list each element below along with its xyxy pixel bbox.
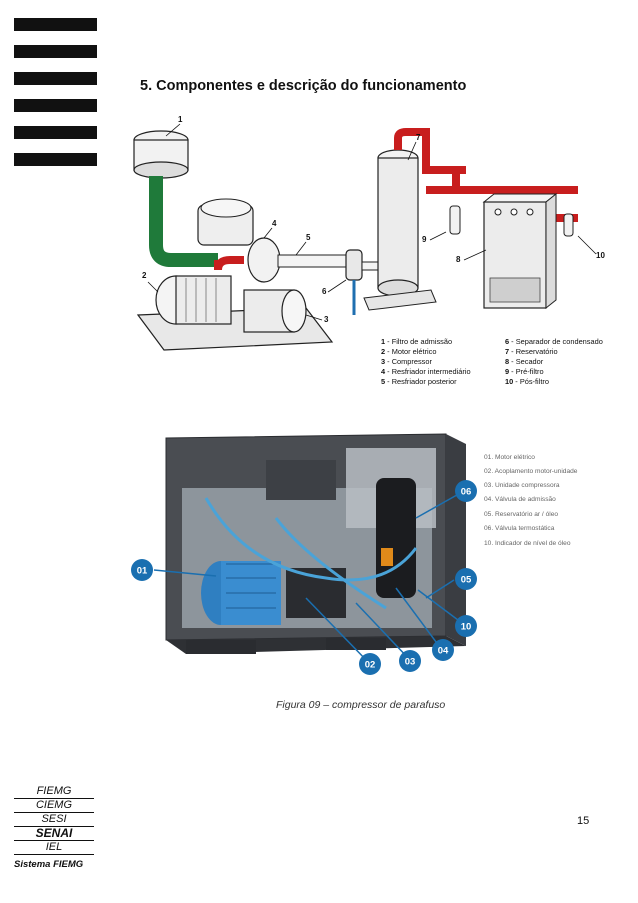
- callout-number: 6: [322, 287, 327, 296]
- bar: [14, 153, 97, 166]
- callout-number: 3: [324, 315, 329, 324]
- screw-compressor-photo: 01 02 03 04 05 06 10 01. Motor elétrico …: [131, 433, 578, 675]
- legend-item: 04. Válvula de admissão: [484, 496, 556, 503]
- legend-item: 06. Válvula termostática: [484, 525, 555, 532]
- compressed-air-system-diagram: 1 2 3 4 5 6 7 8 9 10 1 - Filtro de admis…: [133, 115, 605, 386]
- callout-number: 9: [422, 235, 427, 244]
- callout-badge-label: 05: [461, 575, 472, 586]
- callout-number: 5: [306, 233, 311, 242]
- condensate-separator: [345, 249, 363, 281]
- svg-text:2 - Motor elétrico: 2 - Motor elétrico: [381, 347, 436, 356]
- callout-badge: [455, 480, 477, 502]
- svg-text:7 - Reservatório: 7 - Reservatório: [505, 347, 558, 356]
- svg-text:10 - Pós-filtro: 10 - Pós-filtro: [505, 377, 549, 386]
- callout-badge-label: 02: [365, 660, 376, 671]
- bar: [14, 18, 97, 31]
- svg-text:1 - Filtro de admissão: 1 - Filtro de admissão: [381, 337, 452, 346]
- logo-line: IEL: [14, 841, 94, 855]
- callout-badge: [432, 639, 454, 661]
- legend-item: 03. Unidade compressora: [484, 482, 560, 489]
- callout-number: 2: [142, 271, 147, 280]
- svg-text:9 - Pré-filtro: 9 - Pré-filtro: [505, 367, 544, 376]
- section-heading: 5. Componentes e descrição do funcioname…: [140, 78, 467, 94]
- legend-item: 02. Acoplamento motor-unidade: [484, 468, 578, 475]
- bar: [14, 99, 97, 112]
- page-number: 15: [577, 815, 590, 827]
- callout-number: 4: [272, 219, 277, 228]
- logo-line: SENAI: [14, 827, 94, 841]
- post-filter: [563, 213, 574, 237]
- air-oil-reservoir: [376, 478, 416, 598]
- callout-number: 7: [416, 133, 421, 142]
- legend-item: 05. Reservatório ar / óleo: [484, 511, 558, 518]
- intercooler: [247, 237, 281, 283]
- callout-badge-label: 10: [461, 622, 472, 633]
- svg-text:3 - Compressor: 3 - Compressor: [381, 357, 432, 366]
- logo-line: FIEMG: [14, 785, 94, 799]
- motor-body: [175, 275, 232, 325]
- air-receiver-tank: [377, 157, 419, 289]
- pre-filter: [449, 205, 461, 235]
- callout-badge-label: 06: [461, 487, 472, 498]
- bar: [14, 72, 97, 85]
- svg-text:4 - Resfriador intermediário: 4 - Resfriador intermediário: [381, 367, 471, 376]
- decorative-bars: [14, 18, 97, 180]
- legend-item: 10. Indicador de nível de óleo: [484, 540, 571, 547]
- logo-tagline: Sistema FIEMG: [14, 859, 84, 870]
- callout-number: 8: [456, 255, 461, 264]
- callout-badge: [131, 559, 153, 581]
- fiemg-logo: FIEMG CIEMG SESI SENAI IEL Sistema FIEMG: [14, 785, 94, 871]
- callout-number: 10: [596, 251, 605, 260]
- legend-item: 01. Motor elétrico: [484, 454, 535, 461]
- callout-badge-label: 04: [438, 646, 449, 657]
- aftercooler: [277, 254, 357, 268]
- callout-number: 1: [178, 115, 183, 124]
- callout-badge: [399, 650, 421, 672]
- intake-pipe: [149, 176, 218, 267]
- callout-badge: [359, 653, 381, 675]
- bar: [14, 45, 97, 58]
- logo-line: CIEMG: [14, 799, 94, 813]
- callout-badge: [455, 615, 477, 637]
- callout-badge-label: 01: [137, 566, 148, 577]
- logo-line: SESI: [14, 813, 94, 827]
- callout-badge: [455, 568, 477, 590]
- figure-caption: Figura 09 – compressor de parafuso: [276, 699, 446, 711]
- callout-badge-label: 03: [405, 657, 416, 668]
- svg-text:8 - Secador: 8 - Secador: [505, 357, 544, 366]
- svg-text:6 - Separador de condensado: 6 - Separador de condensado: [505, 337, 603, 346]
- svg-text:5 - Resfriador posterior: 5 - Resfriador posterior: [381, 377, 457, 386]
- bar: [14, 126, 97, 139]
